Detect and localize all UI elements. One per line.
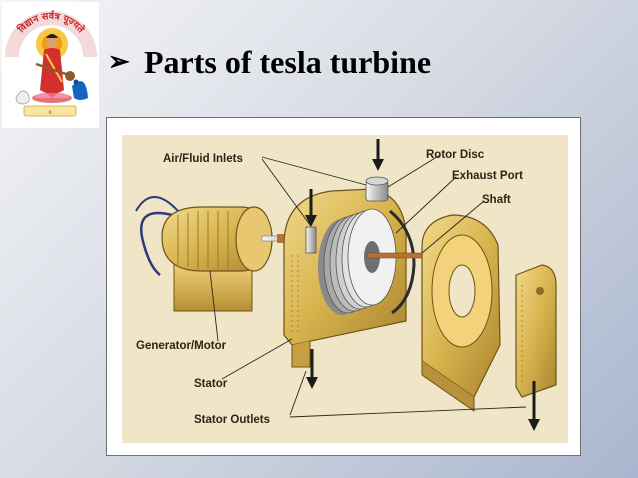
generator-motor-part [161,206,319,312]
shaft-part [367,252,429,259]
logo-inscription: विद्यान सर्वत्र पूज्यते [15,10,88,36]
label-stator-outlets: Stator Outlets [194,414,271,426]
slide-title-text: Parts of tesla turbine [144,43,432,80]
logo: ॥ विद्यान सर्वत्र पूज्यते [2,2,99,128]
label-generator-motor: Generator/Motor [136,340,227,352]
wire [139,211,173,276]
slide-title: ➢ Parts of tesla turbine [108,40,431,84]
svg-text:॥: ॥ [48,109,52,116]
end-bracket-part [515,264,557,398]
label-shaft: Shaft [482,194,511,206]
arrow-bullet-icon: ➢ [108,47,130,76]
rotor-disc-stack [318,208,416,315]
saraswati-emblem-icon: ॥ [5,11,97,117]
leader-lines [209,154,527,418]
turbine-illustration: Air/Fluid Inlets Rotor Disc Exhaust Port… [122,135,568,443]
diagram-frame: Air/Fluid Inlets Rotor Disc Exhaust Port… [106,117,581,456]
exhaust-cover-part [421,214,501,412]
label-rotor-disc: Rotor Disc [426,149,485,161]
label-exhaust-port: Exhaust Port [452,170,523,182]
wire [135,196,179,212]
svg-text:विद्यान सर्वत्र पूज्यते: विद्यान सर्वत्र पूज्यते [15,10,88,36]
label-air-fluid-inlets: Air/Fluid Inlets [163,153,243,165]
exploded-turbine-diagram [135,139,557,431]
label-stator: Stator [194,378,228,390]
